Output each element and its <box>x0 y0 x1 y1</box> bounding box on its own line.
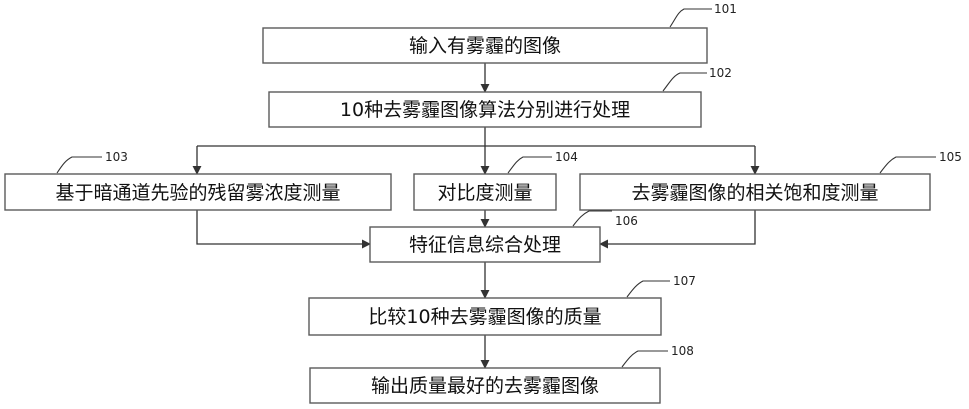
ref-label-103: 103 <box>105 150 128 164</box>
node-106: 特征信息综合处理 <box>370 227 600 262</box>
leader-101 <box>670 9 712 27</box>
node-label: 10种去雾霾图像算法分别进行处理 <box>340 99 630 121</box>
node-102: 10种去雾霾图像算法分别进行处理 <box>269 92 701 127</box>
node-107: 比较10种去雾霾图像的质量 <box>309 298 661 335</box>
node-104: 对比度测量 <box>414 174 556 210</box>
ref-label-107: 107 <box>673 274 696 288</box>
leader-104 <box>508 157 552 173</box>
leader-108 <box>622 351 668 367</box>
ref-label-104: 104 <box>555 150 578 164</box>
node-103: 基于暗通道先验的残留雾浓度测量 <box>5 174 391 210</box>
node-105: 去雾霾图像的相关饱和度测量 <box>580 174 930 210</box>
ref-label-108: 108 <box>671 344 694 358</box>
node-108: 输出质量最好的去雾霾图像 <box>310 368 660 403</box>
leader-103 <box>57 157 102 173</box>
node-label: 特征信息综合处理 <box>409 234 561 256</box>
ref-label-102: 102 <box>709 66 732 80</box>
leader-105 <box>880 157 936 173</box>
node-label: 输出质量最好的去雾霾图像 <box>371 375 599 397</box>
ref-label-101: 101 <box>714 2 737 16</box>
ref-label-106: 106 <box>615 214 638 228</box>
node-101: 输入有雾霾的图像 <box>263 28 707 63</box>
edge-103-106 <box>197 210 370 244</box>
node-label: 对比度测量 <box>437 182 532 204</box>
node-label: 输入有雾霾的图像 <box>409 35 561 57</box>
node-label: 去雾霾图像的相关饱和度测量 <box>631 182 878 204</box>
leader-107 <box>627 281 670 297</box>
leader-102 <box>663 73 707 91</box>
node-label: 比较10种去雾霾图像的质量 <box>368 306 601 328</box>
ref-label-105: 105 <box>939 150 962 164</box>
leader-106 <box>573 211 612 226</box>
node-label: 基于暗通道先验的残留雾浓度测量 <box>55 182 340 204</box>
